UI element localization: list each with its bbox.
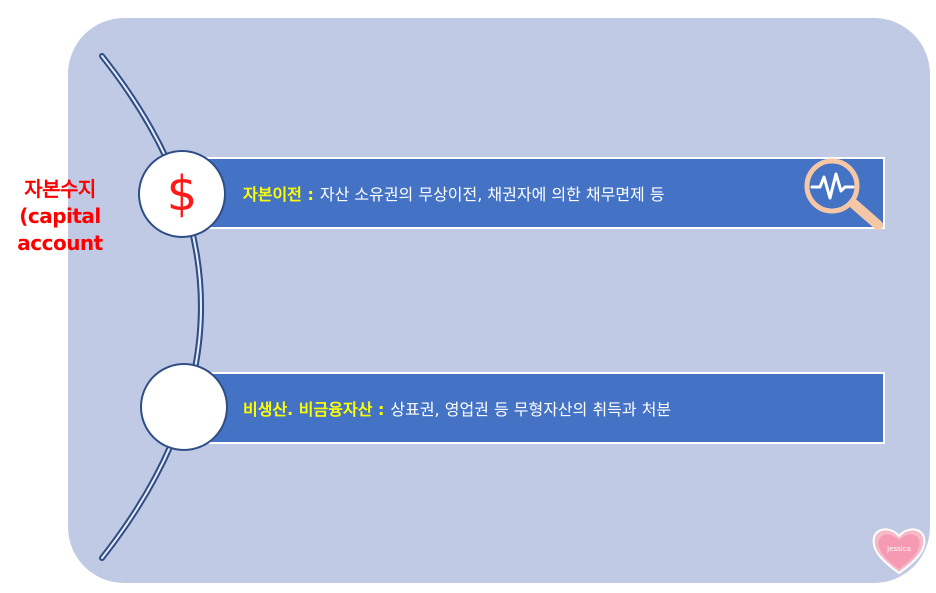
section-title: 자본수지 (capital account bbox=[4, 176, 116, 257]
item-bar-capital-transfer: 자본이전 : 자산 소유권의 무상이전, 채권자에 의한 채무면제 등 bbox=[195, 157, 885, 229]
sticker-label: Jessica bbox=[886, 545, 911, 553]
item-bar-nonproduced-assets: 비생산. 비금융자산 : 상표권, 영업권 등 무형자산의 취득과 처분 bbox=[195, 372, 885, 444]
item-term: 자본이전 : bbox=[243, 185, 314, 204]
item-circle-nonproduced-assets bbox=[140, 363, 228, 451]
magnifier-pulse-icon bbox=[804, 158, 883, 230]
item-description: 상표권, 영업권 등 무형자산의 취득과 처분 bbox=[390, 400, 672, 419]
item-circle-capital-transfer: $ bbox=[138, 150, 226, 238]
section-title-korean: 자본수지 bbox=[24, 177, 96, 201]
section-title-english-line1: (capital bbox=[19, 204, 101, 228]
item-description: 자산 소유권의 무상이전, 채권자에 의한 채무면제 등 bbox=[319, 185, 665, 204]
section-title-english-line2: account bbox=[17, 231, 103, 255]
heart-sticker: Jessica bbox=[872, 528, 926, 575]
item-term: 비생산. 비금융자산 : bbox=[243, 400, 385, 419]
dollar-icon: $ bbox=[166, 166, 198, 222]
background-panel bbox=[68, 18, 930, 583]
